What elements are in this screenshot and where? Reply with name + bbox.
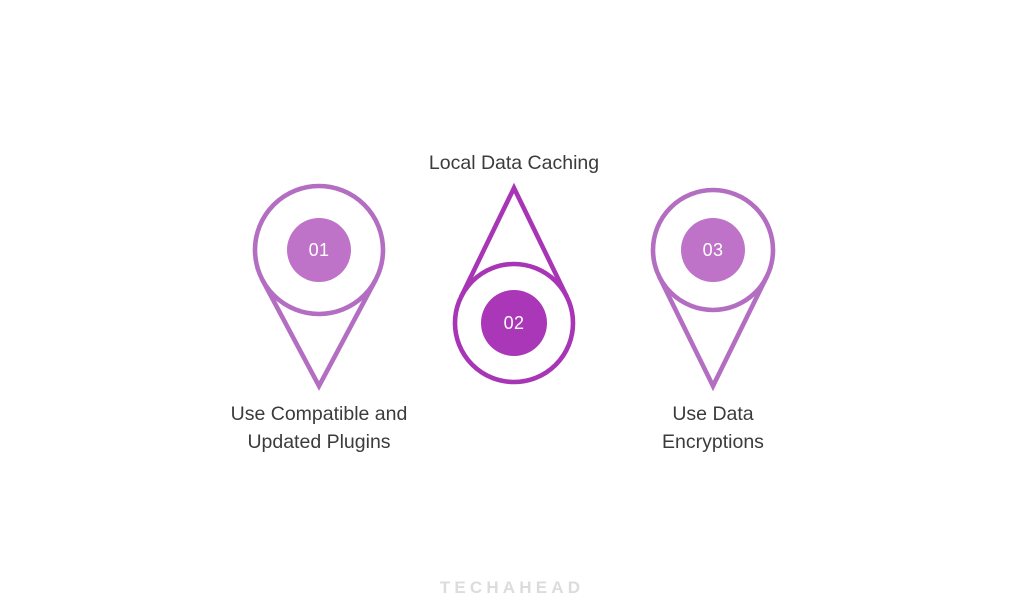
- pin-02-tail: [458, 182, 570, 299]
- pin-02-number: 02: [503, 313, 525, 333]
- brand-wordmark: TECHAHEAD: [439, 578, 585, 597]
- pin-01-tail: [260, 279, 378, 391]
- pin-03-caption: Use Data Encryptions: [662, 403, 764, 453]
- pin-01-caption: Use Compatible and Updated Plugins: [230, 403, 408, 453]
- pin-02-caption: Local Data Caching: [428, 152, 600, 174]
- pin-01-outer-ring: [252, 183, 386, 317]
- pin-03-outer-ring: [650, 187, 776, 313]
- pin-03-inner-circle: [681, 218, 745, 282]
- pin-02-outer-ring: [452, 261, 576, 385]
- pin-03-number: 03: [702, 240, 724, 260]
- pin-02-inner-circle: [481, 290, 547, 356]
- pin-01-inner-circle: [287, 218, 351, 282]
- pin-01-number: 01: [308, 240, 330, 260]
- pin-03-tail: [657, 275, 769, 392]
